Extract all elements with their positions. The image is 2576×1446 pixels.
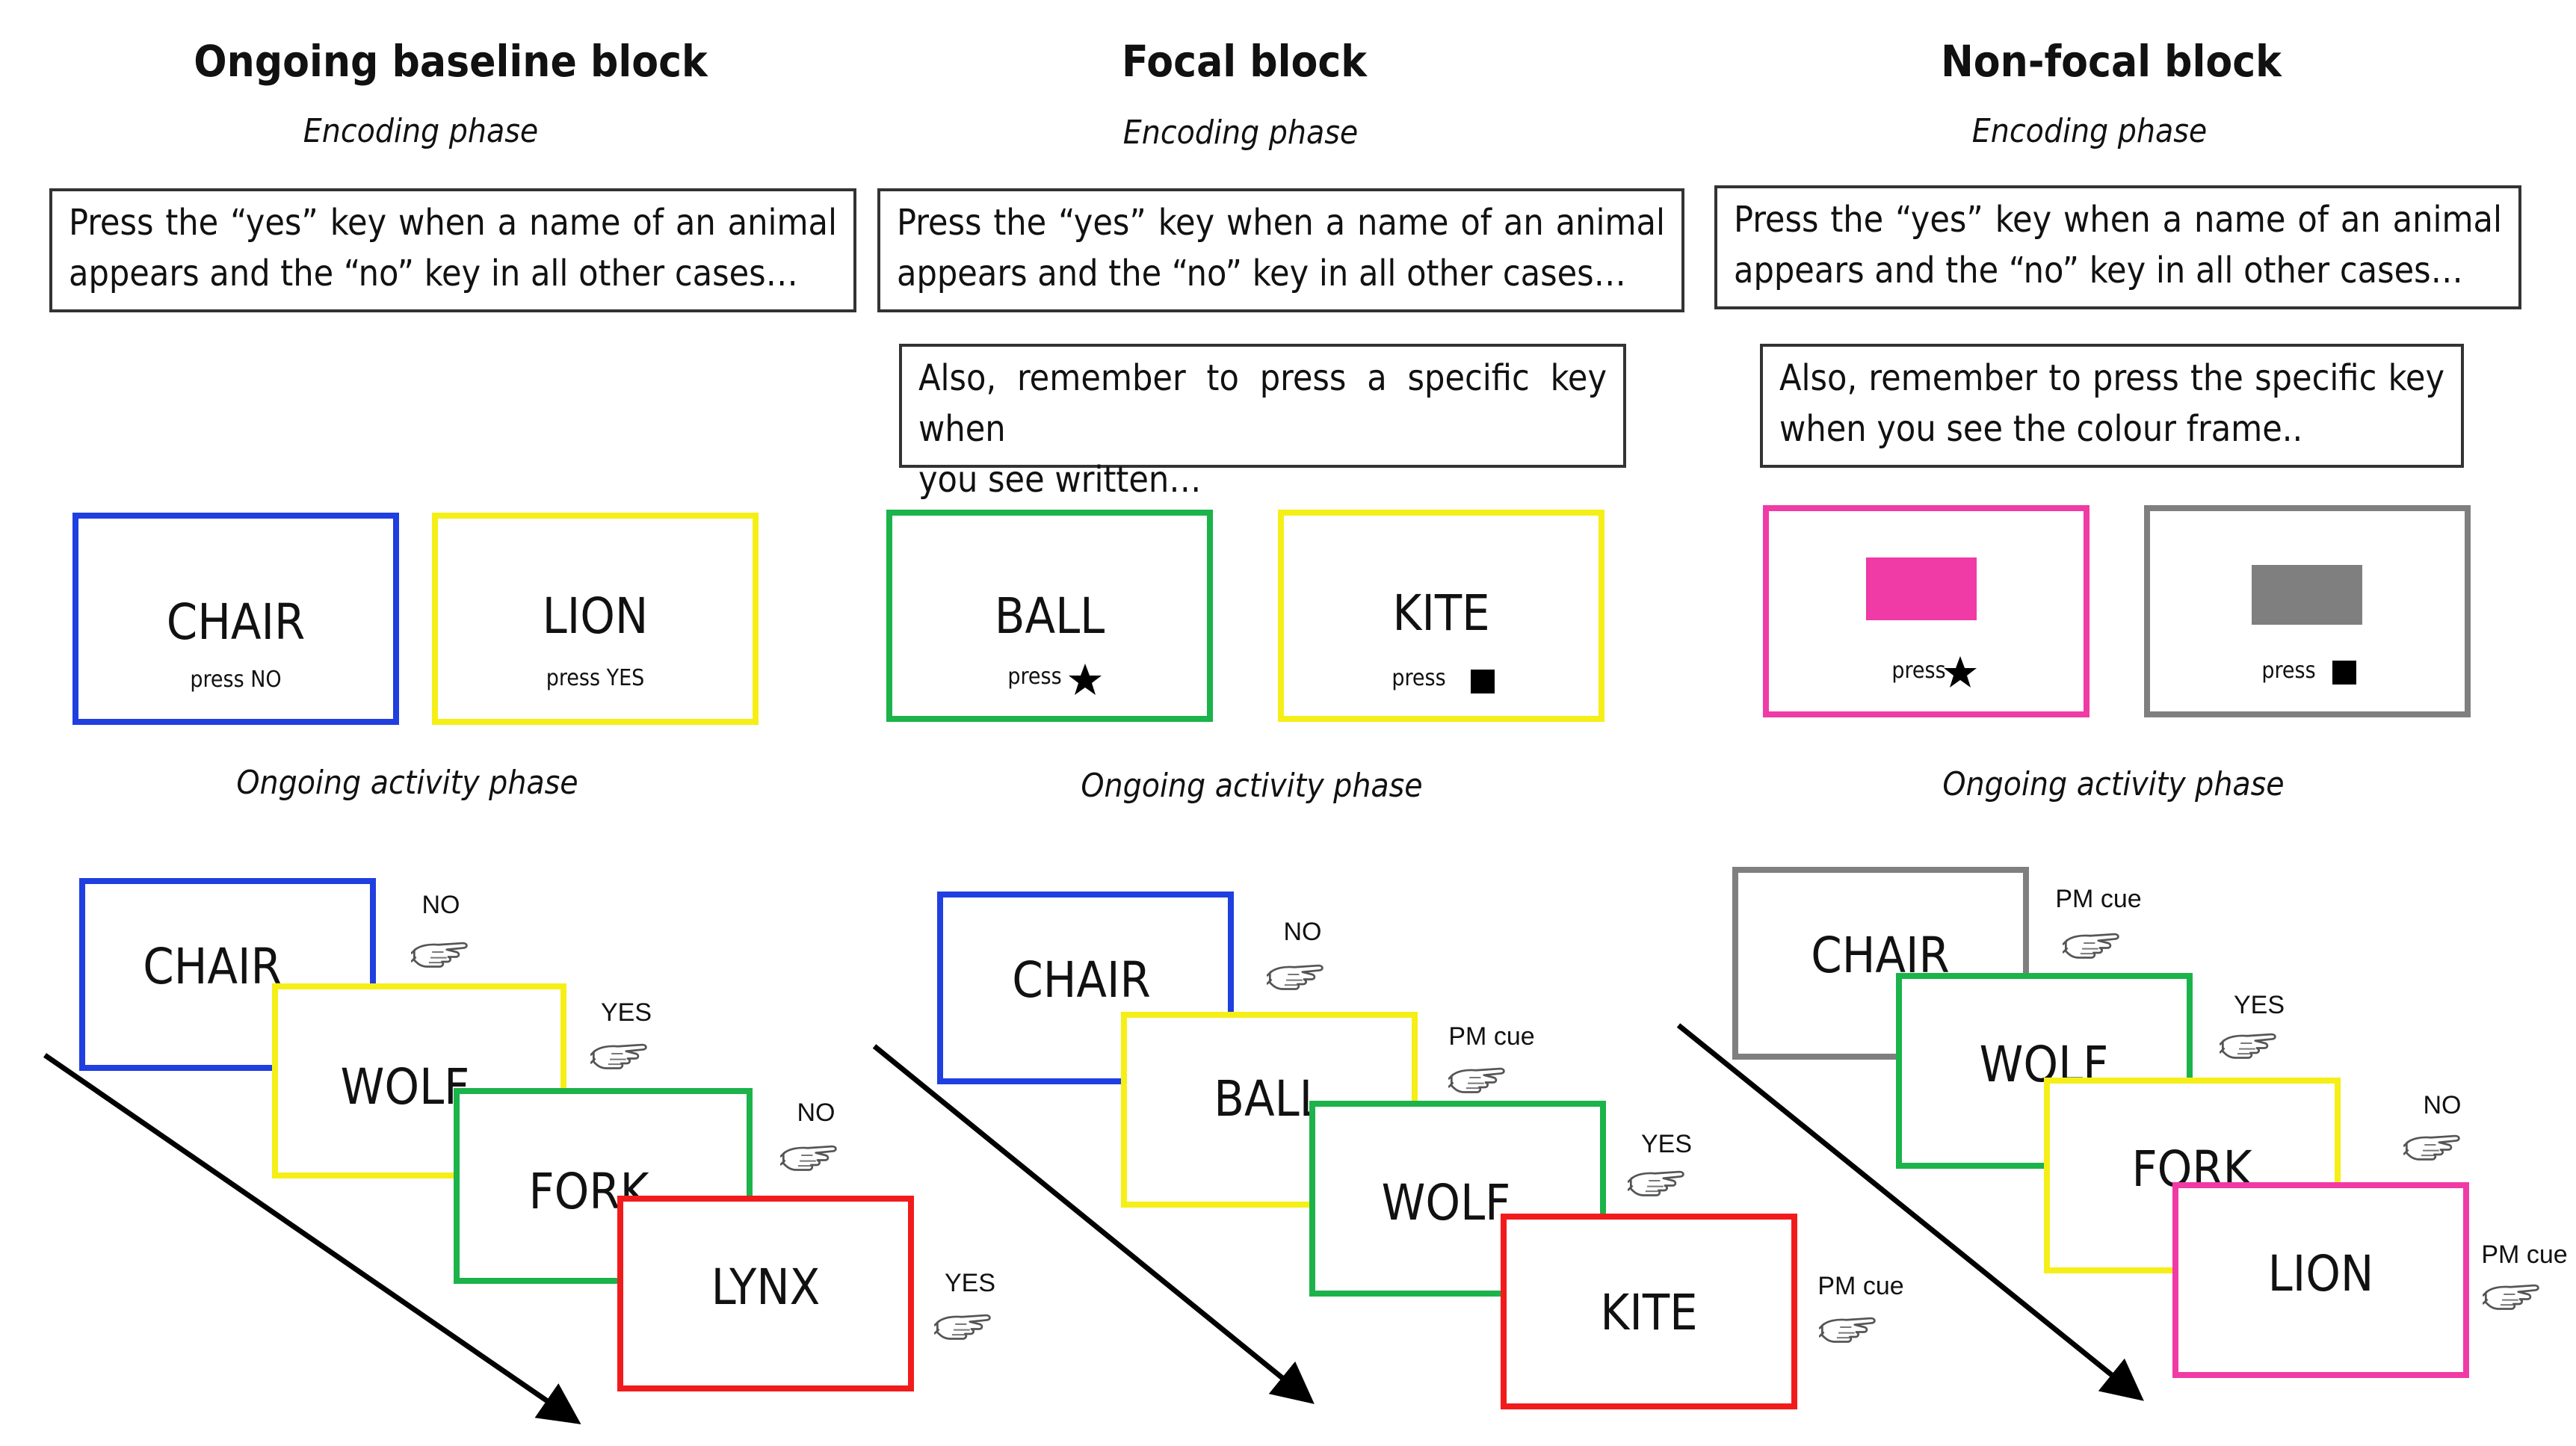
response-label: PM cue	[1817, 1272, 1904, 1300]
example-press-label: press	[1392, 665, 1446, 691]
response-label: PM cue	[2481, 1240, 2568, 1269]
trial-card-lion: LION	[2172, 1182, 2469, 1378]
ongoing-phase-label-baseline: Ongoing activity phase	[236, 764, 578, 802]
example-card-grey-frame: press	[2144, 505, 2471, 717]
trial-word: LYNX	[711, 1258, 821, 1316]
time-arrow-baseline	[43, 1053, 581, 1424]
encoding-phase-label-baseline: Encoding phase	[303, 112, 539, 150]
example-press-label: press	[1007, 664, 1062, 690]
trial-card-lynx: LYNX	[617, 1196, 914, 1391]
square-icon	[1471, 670, 1495, 693]
pink-swatch	[1866, 557, 1977, 620]
star-icon	[1944, 656, 1977, 688]
response-label: YES	[600, 998, 652, 1027]
block-title-nonfocal: Non-focal block	[1941, 36, 2282, 87]
example-press-label: press	[1891, 658, 1946, 684]
instruction-line-2: when you see the colour frame..	[1779, 408, 2303, 450]
trial-card-wolf: WOLF	[1309, 1101, 1606, 1297]
square-icon	[2332, 661, 2356, 685]
block-title-focal: Focal block	[1121, 36, 1368, 87]
trial-word: WOLF	[340, 1058, 470, 1116]
trial-word: LION	[2267, 1245, 2374, 1303]
example-press-label: press	[2261, 658, 2316, 684]
example-card-pink-frame: press	[1763, 505, 2089, 717]
instruction-line-1: Press the “yes” key when a name of an an…	[897, 202, 1665, 244]
instruction-box-nonfocal: Press the “yes” key when a name of an an…	[1714, 185, 2521, 309]
example-card-kite: KITE press	[1278, 510, 1604, 722]
instruction-box-baseline: Press the “yes” key when a name of an an…	[49, 188, 856, 312]
instruction-line-2: appears and the “no” key in all other ca…	[69, 253, 798, 294]
trial-word: BALL	[1214, 1070, 1324, 1128]
trial-word: CHAIR	[143, 938, 282, 995]
response-label: YES	[1640, 1130, 1693, 1158]
example-word: LION	[542, 587, 649, 645]
extra-instruction-box-focal: Also, remember to press a specific key w…	[899, 344, 1626, 501]
instruction-line-1: Press the “yes” key when a name of an an…	[69, 202, 837, 244]
ongoing-phase-label-focal: Ongoing activity phase	[1081, 767, 1423, 805]
response-label: PM cue	[1448, 1022, 1535, 1051]
example-press-label: press YES	[546, 665, 645, 691]
response-label: NO	[797, 1099, 835, 1127]
response-label: YES	[944, 1269, 996, 1297]
response-label: NO	[1283, 918, 1322, 946]
extra-instruction-box-nonfocal: Also, remember to press the specific key…	[1760, 344, 2464, 468]
block-title-baseline: Ongoing baseline block	[194, 36, 708, 87]
instruction-box-focal: Press the “yes” key when a name of an an…	[877, 188, 1684, 312]
example-card-ball: BALL press	[886, 510, 1213, 722]
trial-word: KITE	[1600, 1284, 1698, 1341]
trial-card-kite: KITE	[1501, 1214, 1797, 1409]
response-label: NO	[2423, 1091, 2462, 1119]
trial-word: CHAIR	[1012, 951, 1151, 1009]
example-card-chair: CHAIR press NO	[72, 513, 399, 725]
ongoing-phase-label-nonfocal: Ongoing activity phase	[1942, 765, 2285, 803]
star-icon	[1069, 664, 1102, 695]
trial-card-wolf: WOLF	[272, 983, 566, 1178]
instruction-line-2: appears and the “no” key in all other ca…	[1734, 250, 2463, 291]
example-press-label: press NO	[190, 667, 282, 693]
encoding-phase-label-focal: Encoding phase	[1122, 114, 1359, 152]
response-label: PM cue	[2055, 885, 2142, 913]
time-arrow-focal	[872, 1044, 1315, 1404]
example-card-lion: LION press YES	[432, 513, 759, 725]
grey-swatch	[2252, 565, 2362, 625]
time-arrow-nonfocal	[1676, 1023, 2144, 1401]
trial-word: WOLF	[1381, 1174, 1511, 1232]
instruction-line-1: Press the “yes” key when a name of an an…	[1734, 199, 2502, 241]
instruction-line-1: Also, remember to press the specific key	[1779, 357, 2444, 399]
example-word: KITE	[1392, 584, 1490, 642]
example-word: CHAIR	[166, 593, 306, 651]
instruction-line-1: Also, remember to press a specific key w…	[918, 357, 1607, 450]
encoding-phase-label-nonfocal: Encoding phase	[1971, 112, 2208, 150]
response-label: NO	[421, 891, 460, 919]
example-word: BALL	[994, 587, 1105, 645]
instruction-line-2: appears and the “no” key in all other ca…	[897, 253, 1626, 294]
response-label: YES	[2233, 991, 2285, 1019]
instruction-line-2: you see written…	[918, 459, 1202, 501]
